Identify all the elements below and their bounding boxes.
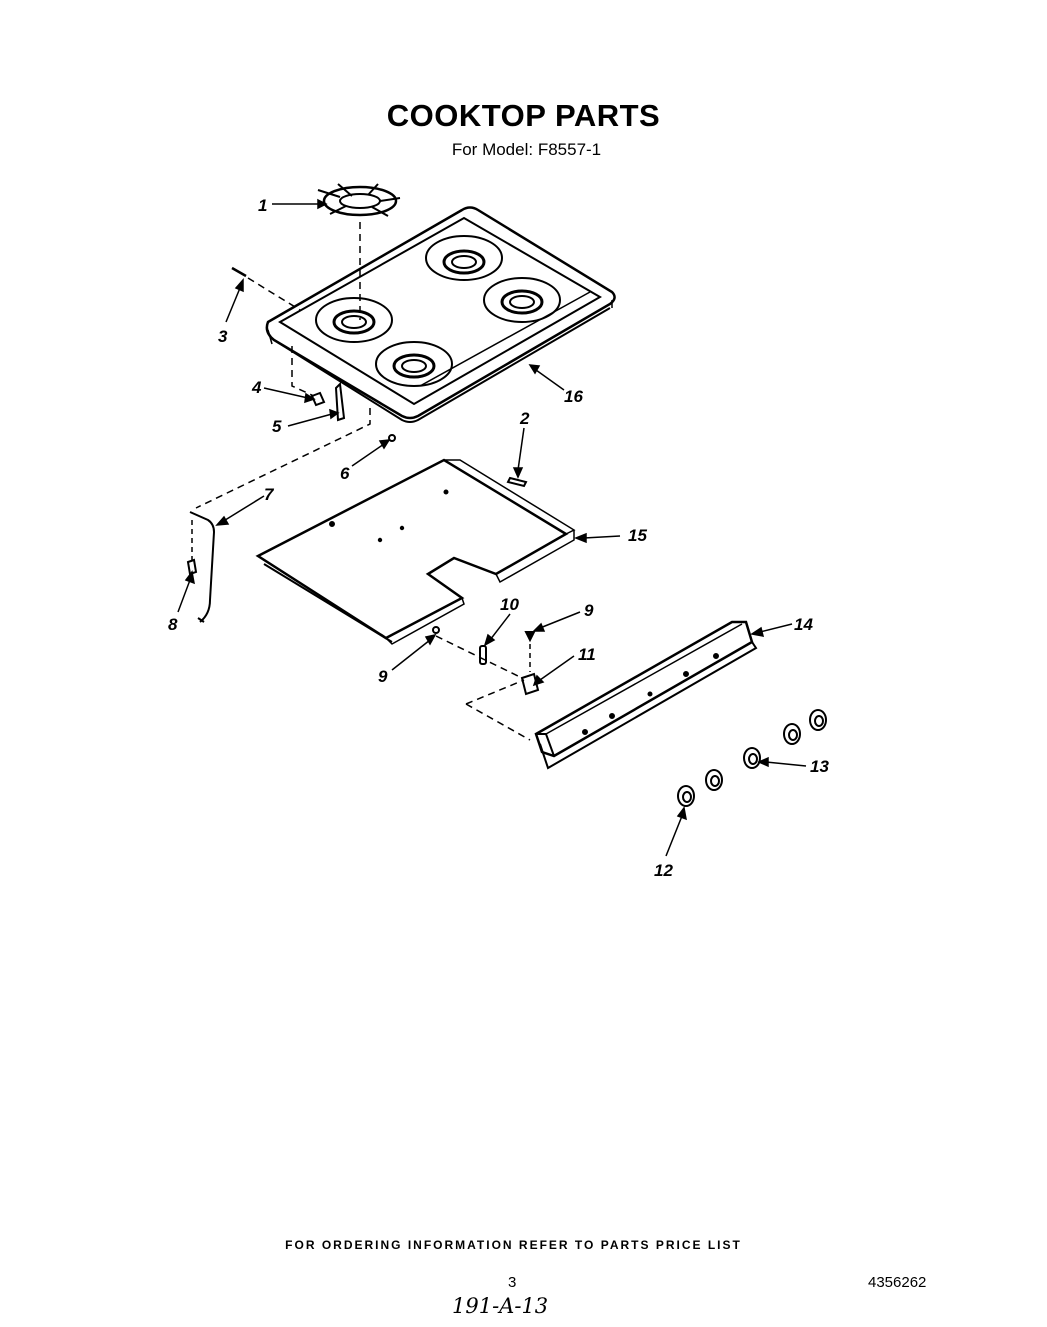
callout-7: 7 bbox=[264, 485, 275, 504]
part-knob-3 bbox=[743, 747, 761, 769]
callout-5: 5 bbox=[272, 417, 282, 436]
burner-well-left-front bbox=[375, 341, 453, 387]
part-bracket-8 bbox=[186, 520, 198, 576]
part-rod-7 bbox=[189, 511, 216, 623]
callout-2: 2 bbox=[519, 409, 530, 428]
page-title: COOKTOP PARTS bbox=[386, 98, 661, 133]
document-number: 4356262 bbox=[868, 1274, 927, 1291]
part-knob-1 bbox=[677, 785, 695, 807]
callout-9-lower: 9 bbox=[378, 667, 388, 686]
part-bracket-4 bbox=[310, 391, 326, 407]
callout-6: 6 bbox=[340, 464, 350, 483]
part-burner-box bbox=[255, 458, 576, 645]
page-number: 3 bbox=[508, 1274, 517, 1291]
callout-15: 15 bbox=[628, 526, 647, 545]
part-knob-4 bbox=[783, 723, 801, 745]
burner-well-right-rear bbox=[425, 235, 503, 281]
callout-13: 13 bbox=[810, 757, 829, 776]
callout-10: 10 bbox=[500, 595, 519, 614]
part-screw-3 bbox=[231, 266, 301, 311]
callout-12: 12 bbox=[654, 861, 673, 880]
callout-14: 14 bbox=[794, 615, 813, 634]
callout-11: 11 bbox=[578, 645, 596, 664]
model-subtitle: For Model: F8557-1 bbox=[451, 140, 602, 159]
part-grate bbox=[317, 183, 401, 320]
part-knob-2 bbox=[705, 769, 723, 791]
part-clip-5 bbox=[334, 381, 346, 422]
handwritten-note: 191-A-13 bbox=[452, 1294, 549, 1318]
part-clip-2 bbox=[506, 476, 528, 488]
part-control-panel bbox=[534, 620, 758, 770]
part-spring-10 bbox=[479, 645, 487, 665]
callout-4: 4 bbox=[251, 378, 262, 397]
callout-3: 3 bbox=[218, 327, 228, 346]
part-cooktop bbox=[265, 206, 616, 423]
burner-well-left-rear bbox=[315, 297, 393, 343]
ordering-note: FOR ORDERING INFORMATION REFER TO PARTS … bbox=[285, 1238, 742, 1252]
burner-well-right-front bbox=[483, 277, 561, 323]
part-screw-9 bbox=[524, 631, 536, 643]
part-screw-6 bbox=[388, 434, 396, 442]
callout-1: 1 bbox=[258, 196, 267, 215]
callout-9-upper: 9 bbox=[584, 601, 594, 620]
part-bracket-11 bbox=[520, 672, 540, 696]
leader-lines bbox=[177, 198, 807, 857]
callout-16: 16 bbox=[564, 387, 583, 406]
part-knob-5 bbox=[809, 709, 827, 731]
callout-8: 8 bbox=[168, 615, 178, 634]
